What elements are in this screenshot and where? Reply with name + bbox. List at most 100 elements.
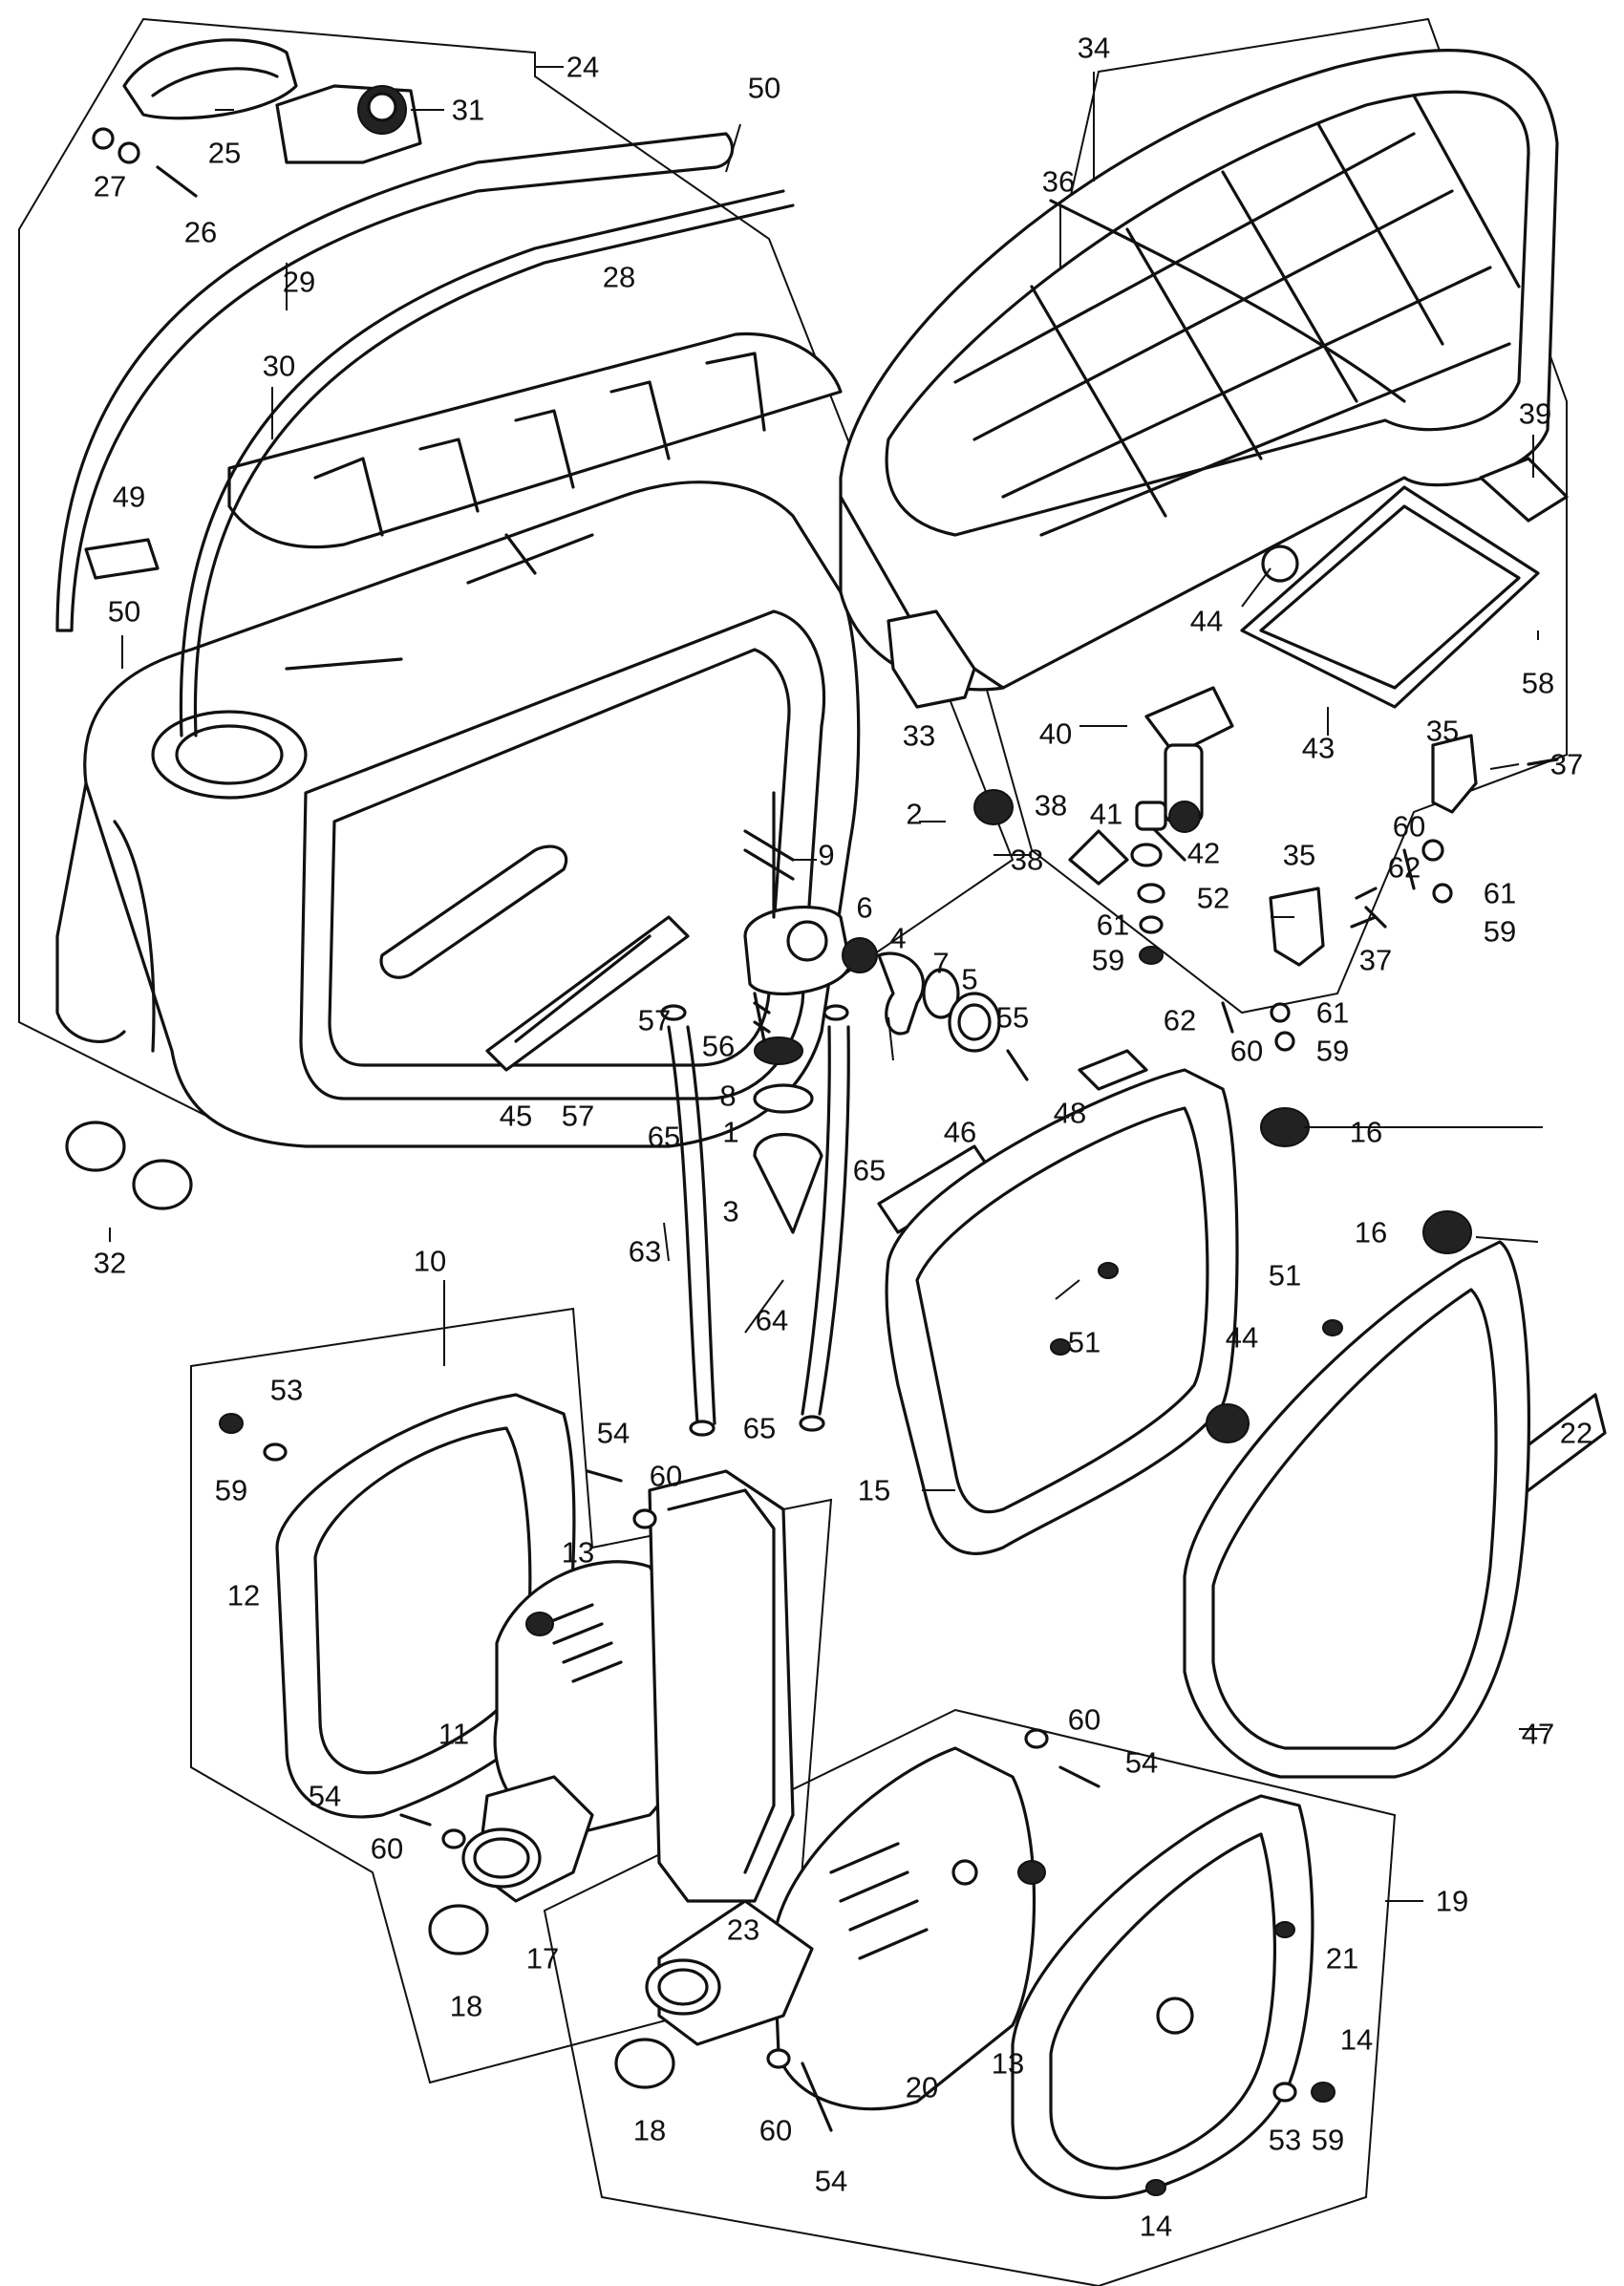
callout-59-mid: 59 — [1091, 943, 1125, 977]
callout-59-bottom: 59 — [1315, 1034, 1350, 1068]
callout-14-bottom: 14 — [1139, 2209, 1173, 2243]
callout-60-left-case: 60 — [649, 1459, 683, 1493]
callout-24: 24 — [566, 50, 600, 84]
callout-57-top: 57 — [637, 1003, 672, 1037]
callout-35-mid: 35 — [1282, 838, 1316, 872]
callout-25: 25 — [207, 136, 242, 170]
callout-50-left: 50 — [107, 594, 141, 629]
seat — [839, 49, 1559, 692]
callout-39: 39 — [1518, 396, 1552, 431]
callout-65-left: 65 — [647, 1120, 681, 1154]
callout-29: 29 — [282, 265, 316, 299]
callout-65-right: 65 — [852, 1153, 887, 1187]
callout-17: 17 — [525, 1941, 560, 1976]
hardware-cluster — [1137, 883, 1165, 965]
callout-5: 5 — [961, 962, 978, 996]
callout-13-left: 13 — [561, 1535, 595, 1570]
callout-37-mid: 37 — [1358, 943, 1393, 977]
fuel-tank — [55, 481, 861, 1148]
callout-54-top: 54 — [596, 1416, 630, 1450]
callout-35-top: 35 — [1425, 714, 1460, 748]
callout-27: 27 — [93, 169, 127, 203]
callout-48: 48 — [1053, 1096, 1087, 1130]
fuel-cap — [122, 38, 298, 120]
callout-23: 23 — [726, 1912, 760, 1947]
callout-47: 47 — [1521, 1717, 1555, 1751]
callout-12: 12 — [226, 1578, 261, 1613]
side-cover-outer — [1183, 1210, 1531, 1779]
callout-15: 15 — [857, 1473, 891, 1507]
callout-57-bottom: 57 — [561, 1099, 595, 1133]
cap-hardware — [92, 127, 198, 198]
tool-tray — [1240, 485, 1540, 709]
callout-51-left: 51 — [1067, 1325, 1101, 1359]
callout-60-left-bottom: 60 — [370, 1831, 404, 1866]
seat-brackets — [1221, 734, 1559, 1052]
callout-37-top: 37 — [1549, 747, 1584, 781]
callout-13-right: 13 — [991, 2046, 1025, 2081]
callout-16-top: 16 — [1349, 1115, 1383, 1149]
callout-28: 28 — [602, 260, 636, 294]
air-cleaner-element-right — [614, 1746, 1036, 2111]
callout-14-right: 14 — [1339, 2022, 1374, 2057]
air-cleaner-element-left — [493, 1469, 795, 1903]
callout-1: 1 — [722, 1115, 739, 1149]
callout-21: 21 — [1325, 1941, 1359, 1976]
callout-49: 49 — [112, 480, 146, 514]
callout-54-bottom: 54 — [814, 2164, 848, 2198]
callout-18-right: 18 — [632, 2113, 667, 2147]
cap-lock — [275, 84, 422, 164]
callout-53-left: 53 — [269, 1373, 304, 1407]
callout-18-left: 18 — [449, 1989, 483, 2023]
seat-lock-assembly — [973, 686, 1234, 886]
callout-61-bottom: 61 — [1315, 995, 1350, 1030]
callout-32: 32 — [93, 1246, 127, 1280]
fuel-hoses — [660, 1004, 850, 1437]
seat-catch — [1479, 457, 1569, 523]
callout-56: 56 — [701, 1029, 736, 1063]
callout-54-left-case: 54 — [308, 1779, 342, 1813]
callout-34: 34 — [1077, 31, 1111, 65]
callout-42: 42 — [1186, 836, 1221, 870]
side-cover-inner — [885, 1068, 1310, 1555]
callout-61-top: 61 — [1483, 876, 1517, 910]
callout-53-right: 53 — [1268, 2123, 1302, 2157]
callout-2: 2 — [906, 797, 923, 831]
callout-10: 10 — [413, 1244, 447, 1278]
callout-65-bottom: 65 — [742, 1411, 777, 1445]
fuel-valve — [743, 791, 1029, 1234]
callout-46: 46 — [943, 1115, 977, 1149]
callout-55: 55 — [995, 1000, 1030, 1035]
callout-33: 33 — [902, 718, 936, 753]
group-outline-aircleaner-right — [543, 1708, 1397, 2286]
callout-62-bottom: 62 — [1163, 1003, 1197, 1037]
callout-44-bottom: 44 — [1225, 1320, 1259, 1355]
tank-cushions — [65, 1121, 193, 1210]
callout-60-right-case: 60 — [1067, 1702, 1101, 1737]
air-cleaner-case-right — [1011, 1794, 1314, 2200]
callout-59-left: 59 — [214, 1473, 248, 1507]
callout-51-right: 51 — [1268, 1258, 1302, 1293]
callout-44-top: 44 — [1189, 604, 1224, 638]
callout-26: 26 — [183, 215, 218, 249]
callout-59-top: 59 — [1483, 914, 1517, 949]
callout-36: 36 — [1041, 164, 1076, 199]
intake-tube-left — [428, 1775, 594, 1955]
callout-64: 64 — [755, 1303, 789, 1337]
callout-63: 63 — [628, 1234, 662, 1269]
callout-62-top: 62 — [1387, 850, 1421, 885]
callout-6: 6 — [856, 890, 873, 925]
callout-60-mid: 60 — [1229, 1034, 1264, 1068]
callout-60-top: 60 — [1392, 809, 1426, 844]
callout-19: 19 — [1435, 1884, 1469, 1918]
callout-4: 4 — [889, 921, 907, 955]
callout-40: 40 — [1038, 716, 1073, 751]
tank-center-trim — [227, 331, 843, 549]
callout-9: 9 — [818, 838, 835, 872]
callout-45: 45 — [499, 1099, 533, 1133]
callout-38-top: 38 — [1034, 788, 1068, 823]
callout-22: 22 — [1559, 1416, 1593, 1450]
callout-61-mid: 61 — [1096, 908, 1130, 942]
callout-8: 8 — [719, 1079, 737, 1113]
